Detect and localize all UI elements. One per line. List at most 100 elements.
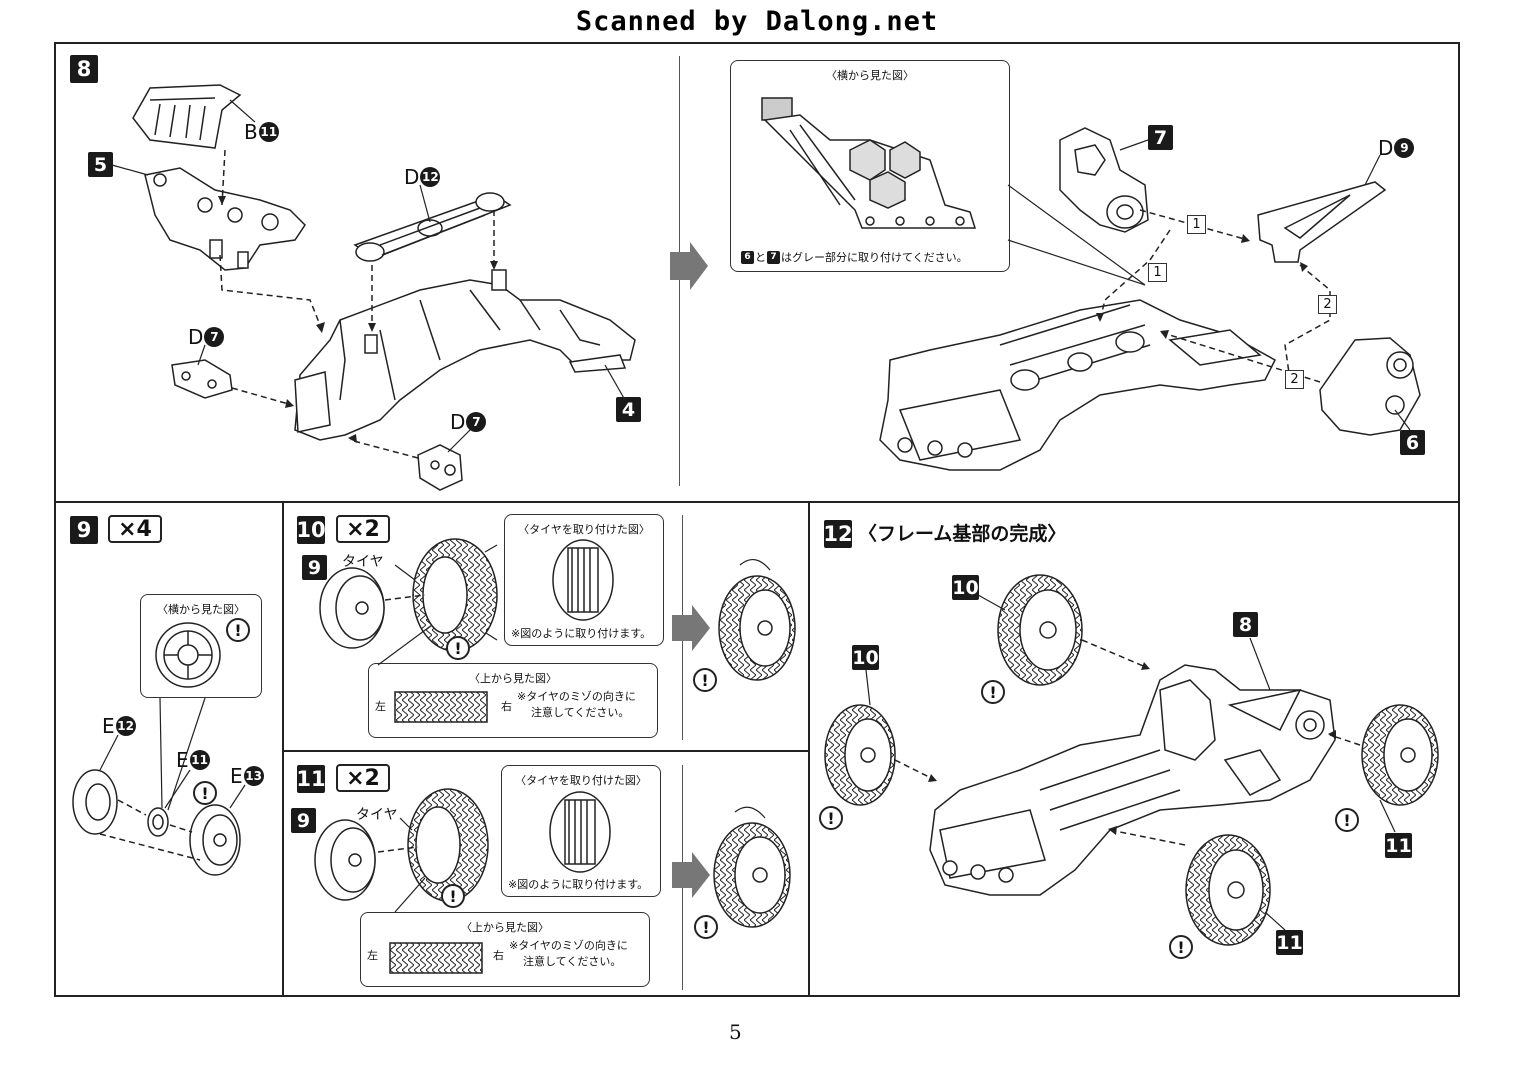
mounted-title: 〈タイヤを取り付けた図〉 [515, 774, 647, 787]
note-badge-6: 6 [741, 250, 754, 264]
part-d9-shape [1257, 181, 1387, 263]
step-10-ref-9: 9 [302, 555, 327, 580]
step-9-multiplier: ×4 [108, 515, 162, 543]
arrow-d7-right [349, 439, 419, 459]
warning-icon: ! [226, 618, 250, 642]
part-number-badge: 9 [1394, 138, 1415, 158]
step-12-ref-10-left: 10 [852, 645, 879, 670]
mounted-note: ※図のように取り付けます。 [508, 878, 649, 891]
top-view-right: 右 [493, 949, 504, 962]
side-view-title: 〈横から見た図〉 [157, 603, 245, 616]
step-11-flow-arrow [672, 852, 710, 898]
part-letter: E [230, 764, 243, 788]
step-9-number: 9 [70, 516, 98, 544]
warning-icon: ! [693, 668, 717, 692]
part-number-badge: 11 [258, 122, 279, 142]
part-letter: D [404, 165, 420, 189]
part-letter: D [1378, 136, 1394, 160]
order-label-2a: 2 [1318, 295, 1337, 314]
part-d7-left [171, 359, 233, 399]
step-12-ref-11-bottom: 11 [1276, 930, 1303, 955]
order-label-1b: 1 [1148, 263, 1167, 282]
subassembly-ref-4: 4 [616, 397, 641, 422]
part-letter: B [244, 120, 258, 144]
note-text: はグレー部分に取り付けてください。 [781, 251, 968, 264]
scan-watermark: Scanned by Dalong.net [575, 6, 939, 37]
subassembly-ref-6: 6 [1400, 430, 1425, 455]
warning-icon: ! [1335, 808, 1359, 832]
page-number: 5 [729, 1020, 742, 1044]
mounted-note: ※図のように取り付けます。 [511, 627, 652, 640]
divider-step12 [808, 501, 810, 997]
top-view-note-2: 注意してください。 [523, 955, 622, 968]
part-letter: E [102, 714, 115, 738]
part-number-badge: 12 [420, 167, 441, 187]
top-view-note-2: 注意してください。 [531, 706, 630, 719]
top-view-left: 左 [375, 700, 386, 713]
step-12-title: 〈フレーム基部の完成〉 [858, 523, 1067, 545]
warning-icon: ! [446, 636, 470, 660]
side-view-title: 〈横から見た図〉 [826, 69, 914, 82]
part-number-badge: 7 [466, 412, 487, 432]
step-10-flow-arrow [672, 605, 710, 651]
part-letter: D [450, 410, 466, 434]
warning-icon: ! [1169, 935, 1193, 959]
top-view-note-1: ※タイヤのミゾの向きに [517, 690, 636, 703]
warning-icon: ! [694, 915, 718, 939]
note-badge-7: 7 [767, 250, 780, 264]
part-number-badge: 7 [204, 327, 225, 347]
part-d7-right [417, 444, 463, 491]
step-10-multiplier: ×2 [336, 515, 390, 543]
step-10-tire-label: タイヤ [342, 554, 384, 570]
part-number-badge: 11 [189, 750, 210, 770]
step-11-tire-label: タイヤ [356, 807, 398, 823]
top-view-title: 〈上から見た図〉 [461, 921, 549, 934]
divider-step9 [282, 501, 284, 997]
part-b11-cover [132, 84, 242, 149]
top-view-note-1: ※タイヤのミゾの向きに [509, 939, 628, 952]
arrow-d7-left [231, 387, 293, 406]
step-12-ref-10-top: 10 [952, 575, 979, 600]
step-11-number: 11 [296, 765, 326, 793]
divider-step10-11 [282, 750, 808, 752]
warning-icon: ! [441, 884, 465, 908]
step-11-ref-9: 9 [291, 808, 316, 833]
part-number-badge: 13 [243, 766, 264, 786]
step-8-flow-arrow [670, 242, 708, 290]
arrow-d9-to-6 [1284, 264, 1331, 381]
part-letter: D [188, 325, 204, 349]
part-number-badge: 12 [115, 716, 136, 736]
subassembly-ref-5: 5 [88, 152, 113, 177]
step-8-number: 8 [70, 55, 98, 83]
arrow-6-to-frame [1159, 331, 1321, 383]
step-12-ref-8: 8 [1233, 612, 1258, 637]
step-10-number: 10 [296, 516, 326, 544]
top-view-left: 左 [367, 949, 378, 962]
arrow-7-to-d9 [1139, 209, 1249, 241]
step-11-multiplier: ×2 [336, 764, 390, 792]
order-label-1a: 1 [1187, 215, 1206, 234]
note-join: と [755, 251, 766, 264]
step-10-top-view-callout: 〈上から見た図〉 左 右 ※タイヤのミゾの向きに 注意してください。 [368, 663, 658, 738]
subassembly-ref-7: 7 [1148, 125, 1173, 150]
warning-icon: ! [193, 781, 217, 805]
top-view-title: 〈上から見た図〉 [469, 672, 557, 685]
warning-icon: ! [981, 680, 1005, 704]
mounted-title: 〈タイヤを取り付けた図〉 [518, 523, 650, 536]
step-12-ref-11-right: 11 [1385, 833, 1412, 858]
divider-horizontal-main [54, 501, 1460, 503]
warning-icon: ! [819, 806, 843, 830]
part-letter: E [176, 748, 189, 772]
